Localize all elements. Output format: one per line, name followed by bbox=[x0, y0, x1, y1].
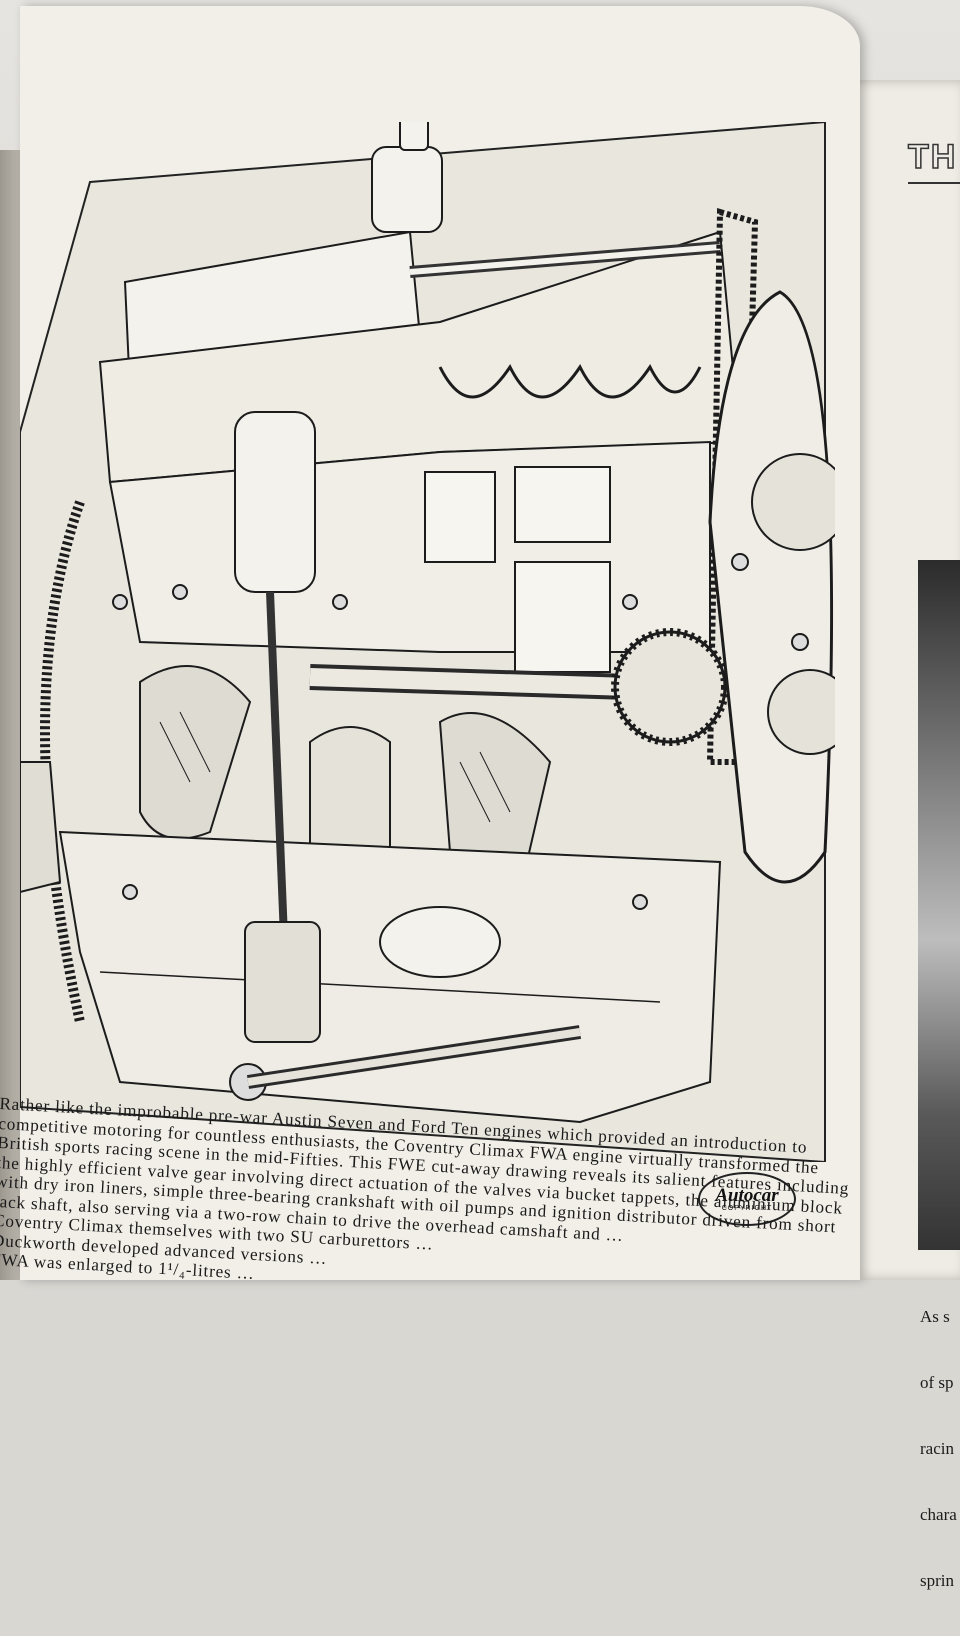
heading-rule bbox=[908, 182, 960, 184]
book-page: Autocar COPYRIGHT Rather like the improb… bbox=[0, 6, 860, 1283]
engine-cutaway-drawing bbox=[20, 122, 835, 1162]
autocar-logo: Autocar COPYRIGHT bbox=[698, 1172, 796, 1226]
facing-text-line: racin bbox=[920, 1439, 954, 1458]
engine-illustration: Autocar COPYRIGHT bbox=[20, 122, 835, 1226]
logo-wordmark: Autocar bbox=[715, 1184, 779, 1206]
facing-text-line: of sp bbox=[920, 1373, 954, 1392]
logo-copyright: COPYRIGHT bbox=[721, 1204, 773, 1212]
facing-text-line: sprin bbox=[920, 1571, 954, 1590]
facing-page-photo bbox=[918, 560, 960, 1250]
facing-text-line: As s bbox=[920, 1307, 950, 1326]
facing-page-heading: TH bbox=[907, 137, 958, 177]
facing-page-text: As s of sp racin chara sprin bbox=[920, 1262, 960, 1636]
facing-text-line: chara bbox=[920, 1505, 957, 1524]
